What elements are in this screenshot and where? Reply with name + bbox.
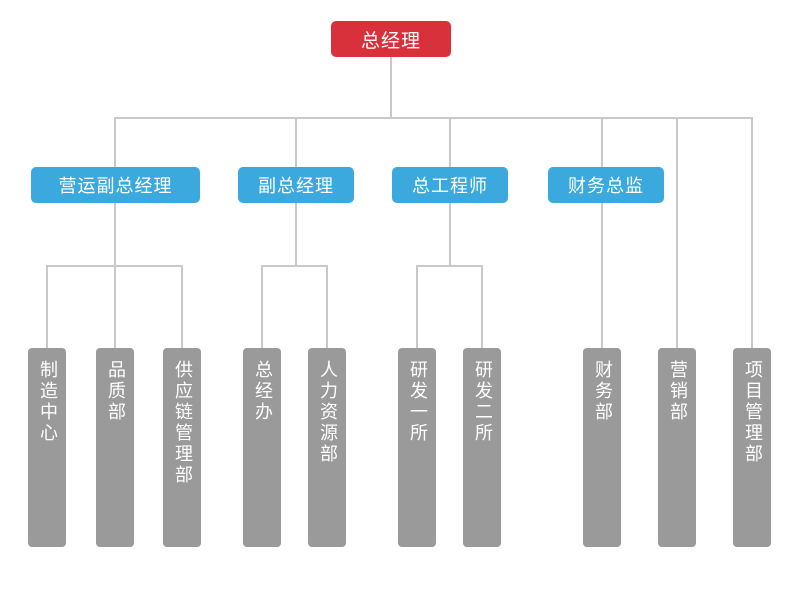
connector-drop-project-mgmt-dept [751, 117, 753, 348]
node-supply-chain-dept[interactable]: 供应链管理部 [163, 348, 201, 547]
node-deputy-gm-label: 副总经理 [258, 176, 334, 197]
node-project-mgmt-dept-label: 项目管理部 [742, 360, 763, 465]
node-ops-deputy-gm[interactable]: 营运副总经理 [31, 167, 200, 203]
connector-bus-chief-engineer [416, 265, 482, 267]
connector-stem-deputy-gm [295, 202, 297, 265]
node-marketing-dept[interactable]: 营销部 [658, 348, 696, 547]
node-manufacturing-center[interactable]: 制造中心 [28, 348, 66, 547]
connector-drop-hr-dept [326, 265, 328, 348]
node-manufacturing-center-label: 制造中心 [37, 360, 58, 444]
connector-drop-mid-3 [449, 117, 451, 167]
connector-drop-mid-2 [295, 117, 297, 167]
node-project-mgmt-dept[interactable]: 项目管理部 [733, 348, 771, 547]
node-deputy-gm[interactable]: 副总经理 [238, 167, 354, 203]
node-finance-director-label: 财务总监 [568, 176, 644, 197]
node-quality-dept[interactable]: 品质部 [96, 348, 134, 547]
connector-drop-manufacturing-center [46, 265, 48, 348]
connector-drop-supply-chain-dept [181, 265, 183, 348]
connector-bus-deputy-gm [261, 265, 327, 267]
node-gm-office-label: 总经办 [252, 360, 273, 423]
node-finance-director[interactable]: 财务总监 [548, 167, 664, 203]
node-marketing-dept-label: 营销部 [667, 360, 688, 423]
connector-drop-quality-dept [114, 265, 116, 348]
node-hr-dept[interactable]: 人力资源部 [308, 348, 346, 547]
node-gm-office[interactable]: 总经办 [243, 348, 281, 547]
node-chief-engineer[interactable]: 总工程师 [392, 167, 508, 203]
node-hr-dept-label: 人力资源部 [317, 360, 338, 465]
connector-drop-gm-office [261, 265, 263, 348]
connector-stem-chief-engineer [449, 202, 451, 265]
node-rd-institute-2-label: 研发二所 [472, 360, 493, 444]
node-gm-label: 总经理 [360, 29, 421, 52]
node-gm[interactable]: 总经理 [331, 21, 451, 57]
node-quality-dept-label: 品质部 [105, 360, 126, 423]
node-ops-deputy-gm-label: 营运副总经理 [58, 176, 173, 197]
node-rd-institute-1-label: 研发一所 [407, 360, 428, 444]
node-rd-institute-1[interactable]: 研发一所 [398, 348, 436, 547]
connector-root-stem [390, 56, 392, 117]
node-finance-dept[interactable]: 财务部 [583, 348, 621, 547]
node-finance-dept-label: 财务部 [592, 360, 613, 423]
connector-drop-rd-institute-1 [416, 265, 418, 348]
connector-drop-finance-dept [601, 117, 603, 348]
node-supply-chain-dept-label: 供应链管理部 [172, 360, 193, 486]
connector-stem-ops-deputy-gm [114, 202, 116, 265]
node-rd-institute-2[interactable]: 研发二所 [463, 348, 501, 547]
connector-level1-bus [114, 117, 753, 119]
node-chief-engineer-label: 总工程师 [412, 176, 488, 197]
connector-drop-rd-institute-2 [481, 265, 483, 348]
connector-drop-mid-1 [114, 117, 116, 167]
connector-drop-marketing-dept [676, 117, 678, 348]
